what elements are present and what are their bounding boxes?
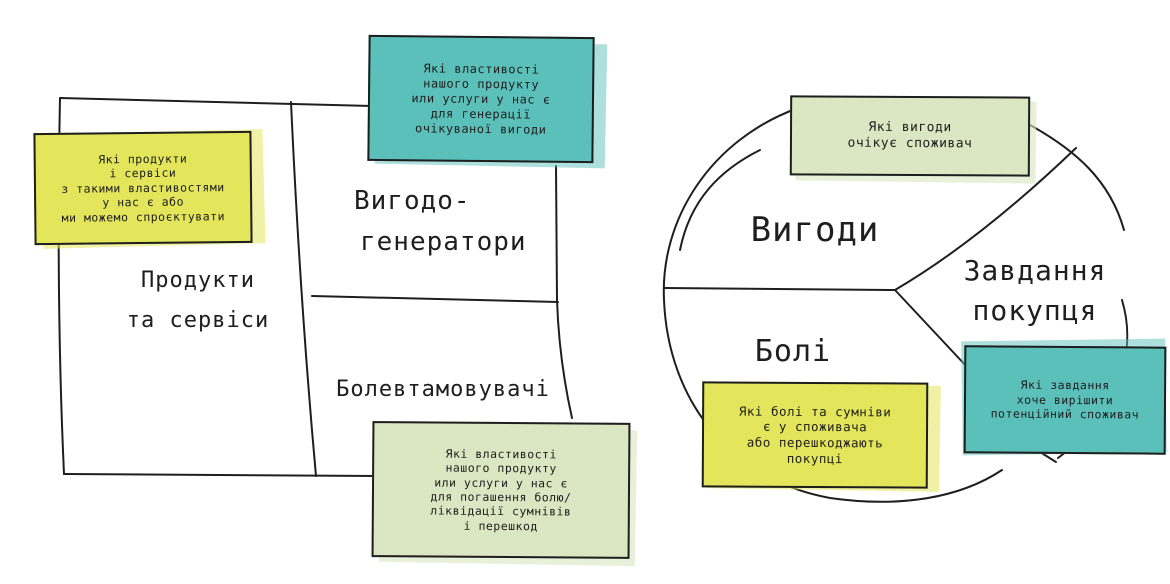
gain-creators-label-line-1: Вигодо- (354, 186, 471, 216)
pain-relievers-note: Які властивості нашого продукту или услу… (371, 421, 631, 559)
products-label-line-2: та сервіси (126, 308, 270, 334)
gain-creators-note-line-2: нашого продукту (423, 75, 540, 92)
pain-relievers-note-line-3: или услуги у нас є (434, 475, 568, 491)
pains-note-line-1: Які болі та сумніви (738, 403, 892, 420)
value-map-bottom-edge (63, 473, 379, 477)
jobs-note-line-2: хоче вирішити (1016, 392, 1114, 408)
gain-creators-note-line-4: для генерації (430, 105, 532, 122)
gains-note-line-1: Які вигоди (868, 119, 952, 135)
gain-creators-note-line-3: или услуги у нас є (411, 90, 551, 107)
pains-note: Які болі та сумніви є у споживача або пе… (701, 381, 929, 489)
gains-pains-divider (663, 287, 896, 291)
gains-jobs-divider (894, 147, 1077, 291)
pains-label: Болі (754, 334, 832, 369)
products-note: Які продукти і сервіси з такими властиво… (33, 130, 253, 246)
pain-relievers-note-line-1: Які властивості (445, 446, 557, 462)
products-note-line-1: Які продукти (98, 151, 188, 167)
value-map-horizontal-divider (311, 295, 559, 303)
products-label-line-1: Продукти (141, 268, 255, 293)
products-note-line-4: у нас є або (102, 194, 185, 210)
products-note-line-2: і сервіси (109, 166, 177, 181)
products-label: Продукти та сервіси (118, 268, 278, 335)
jobs-note: Які завдання хоче вирішити потенційний с… (963, 345, 1167, 455)
pain-relievers-label: Болевтамовувачі (336, 377, 550, 402)
pain-relievers-note-line-4: для погашення болю/ (430, 489, 572, 505)
pain-relievers-note-line-6: і перешкод (463, 518, 538, 534)
circle-left-edge-stroke (679, 149, 761, 251)
jobs-note-line-3: потенційний споживач (990, 406, 1140, 422)
gain-creators-label-line-2: генератори (360, 227, 527, 258)
value-map-top-edge (59, 97, 373, 107)
pains-jobs-divider (894, 289, 969, 369)
gains-label: Вигоди (750, 210, 880, 250)
jobs-note-line-1: Які завдання (1020, 378, 1110, 393)
gain-creators-note-line-1: Які властивості (423, 60, 540, 77)
jobs-label-line-1: Завдання (963, 254, 1107, 287)
products-note-line-5: ми можемо спроєктувати (61, 208, 226, 225)
pain-relievers-note-line-5: ліквідації сумнівів (430, 503, 572, 519)
pains-note-line-2: є у споживача (762, 419, 868, 435)
value-map-vertical-divider (290, 101, 317, 477)
pain-relievers-note-line-2: нашого продукту (445, 460, 557, 476)
gains-note: Які вигоди очікує споживач (789, 95, 1031, 177)
gains-note-line-2: очікує споживач (847, 135, 973, 152)
products-note-line-3: з такими властивостями (61, 179, 225, 196)
gain-creators-label: Вигодо- генератори (340, 186, 550, 258)
gain-creators-note: Які властивості нашого продукту или услу… (367, 34, 595, 164)
pains-note-line-4: покупці (786, 450, 844, 466)
jobs-label: Завдання покупця (930, 254, 1140, 327)
value-map-right-edge (555, 165, 573, 419)
pains-note-line-3: або перешкоджають (746, 434, 884, 451)
gain-creators-note-line-5: очікуваної вигоди (414, 120, 547, 137)
jobs-label-line-2: покупця (972, 293, 1098, 327)
